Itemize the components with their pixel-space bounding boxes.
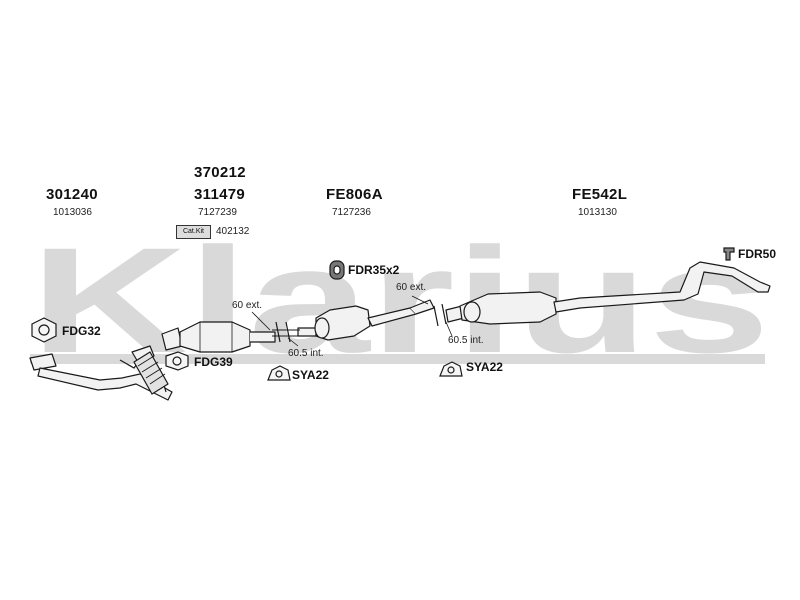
front-pipe-part xyxy=(29,345,173,401)
ref-1013130: 1013130 xyxy=(578,207,617,218)
hanger-icon xyxy=(329,260,345,280)
fitting-fdg32: FDG32 xyxy=(62,324,101,338)
dim-60-ext-left: 60 ext. xyxy=(232,300,263,311)
fitting-sya22-right: SYA22 xyxy=(466,360,503,374)
leader-line xyxy=(445,321,453,337)
dim-60-5-int-left: 60.5 int. xyxy=(288,348,324,359)
catalyst-part xyxy=(161,321,276,353)
cat-kit-badge: Cat.Kit xyxy=(176,225,211,239)
part-number-311479: 311479 xyxy=(194,186,246,203)
ref-402132: 402132 xyxy=(216,226,250,237)
part-number-301240: 301240 xyxy=(46,186,98,203)
fitting-fdr35x2: FDR35x2 xyxy=(348,263,400,277)
gasket-icon xyxy=(165,351,189,371)
fitting-fdg39: FDG39 xyxy=(194,355,233,369)
gasket-icon xyxy=(31,317,57,343)
clamp-icon xyxy=(439,361,463,377)
fitting-sya22-left: SYA22 xyxy=(292,368,329,382)
dim-60-5-int-right: 60.5 int. xyxy=(448,335,484,346)
part-number-370212: 370212 xyxy=(194,164,246,181)
leader-line xyxy=(287,337,299,347)
ref-7127239: 7127239 xyxy=(198,207,237,218)
dim-60-ext-right: 60 ext. xyxy=(396,282,427,293)
intermediate-silencer-part xyxy=(297,299,435,341)
rear-silencer-part xyxy=(445,261,771,325)
leader-line xyxy=(411,295,429,305)
right-joint-clamp xyxy=(433,303,447,327)
clamp-icon xyxy=(267,365,291,381)
ref-7127236: 7127236 xyxy=(332,207,371,218)
bracket-icon xyxy=(723,247,735,261)
leader-line xyxy=(251,311,271,331)
part-number-fe542l: FE542L xyxy=(572,186,628,203)
part-number-fe806a: FE806A xyxy=(326,186,383,203)
ref-1013036: 1013036 xyxy=(53,207,92,218)
fitting-fdr50: FDR50 xyxy=(738,247,777,261)
watermark-bar xyxy=(30,354,765,364)
